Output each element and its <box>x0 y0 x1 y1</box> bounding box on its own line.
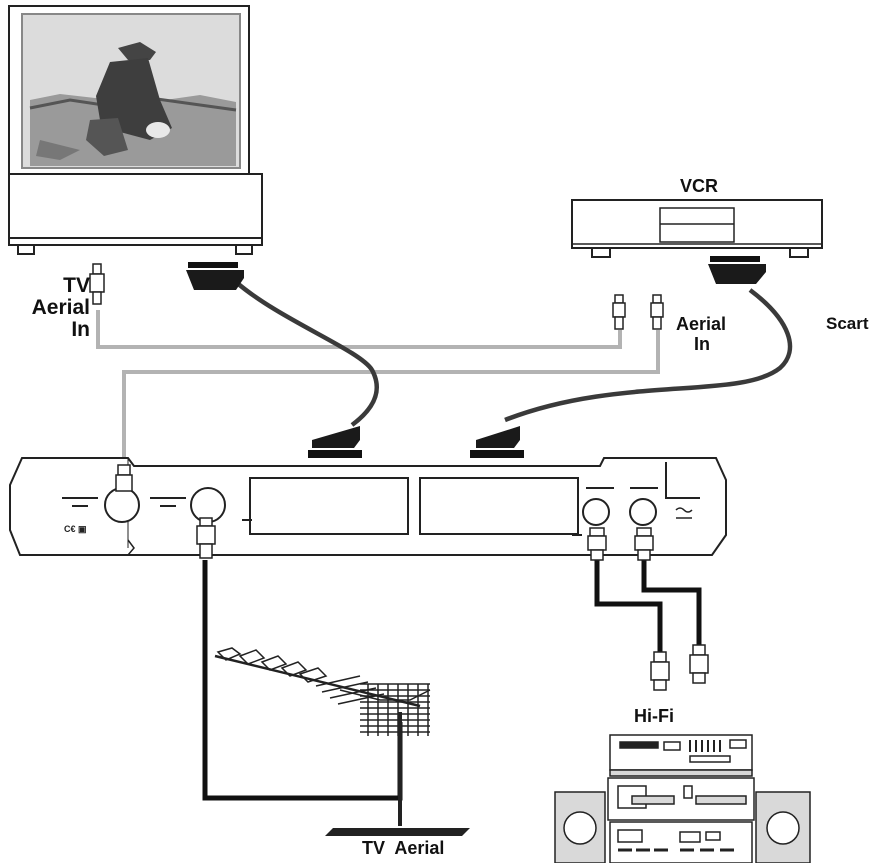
audio-right-socket <box>629 498 657 526</box>
television <box>8 5 263 255</box>
hifi-system <box>554 734 811 863</box>
label-scart: Scart <box>826 314 869 333</box>
label-vcr-aerial-in: Aerial In <box>676 314 726 354</box>
audio-cables <box>594 558 702 652</box>
tv-screen-picture <box>29 42 237 166</box>
scart-plug-vcr <box>708 256 766 284</box>
vcr-unit <box>571 199 823 258</box>
scart-plug-tv <box>186 262 244 290</box>
rf-plug <box>89 263 105 305</box>
label-tv-aerial-in: TV Aerial In <box>10 275 90 341</box>
phono-plug <box>650 651 670 691</box>
scart-cables <box>234 280 793 427</box>
rf-plug <box>612 294 626 330</box>
cable-tv-to-vcr-aerial <box>96 310 622 349</box>
rf-plug <box>115 464 133 492</box>
label-vcr-aerial-in-line2: In <box>694 334 710 354</box>
scart-plug-receiver-tv <box>308 426 362 458</box>
tv-aerial-antenna <box>214 647 470 836</box>
label-vcr-aerial-in-line1: Aerial <box>676 314 727 334</box>
phono-plug <box>634 527 654 561</box>
scart-plug-receiver-vcr <box>470 426 524 458</box>
phono-plug <box>689 644 709 684</box>
label-tv-aerial-in-line1: TV <box>63 274 90 297</box>
phono-plug <box>587 527 607 561</box>
label-vcr: VCR <box>680 176 719 196</box>
scart-cable-tv <box>234 280 379 427</box>
aerial-input-socket <box>190 487 226 523</box>
label-hifi: Hi-Fi <box>634 706 674 726</box>
rf-plug <box>650 294 664 330</box>
lnb-input-socket <box>104 487 140 523</box>
scart-cable-vcr <box>504 288 793 423</box>
receiver-rear-panel: C€ ▣ <box>9 457 727 556</box>
ce-mark: C€ ▣ <box>64 524 87 534</box>
label-tv-aerial-in-line3: In <box>71 318 90 341</box>
cable-receiver-to-vcr-aerial <box>122 330 660 462</box>
label-tv-aerial: TV Aerial <box>362 838 445 858</box>
label-tv-aerial-in-line2: Aerial <box>31 296 90 319</box>
rf-aerial-cable <box>202 560 403 801</box>
aerial-cables <box>96 310 660 462</box>
audio-left-socket <box>582 498 610 526</box>
rf-plug <box>196 517 216 559</box>
